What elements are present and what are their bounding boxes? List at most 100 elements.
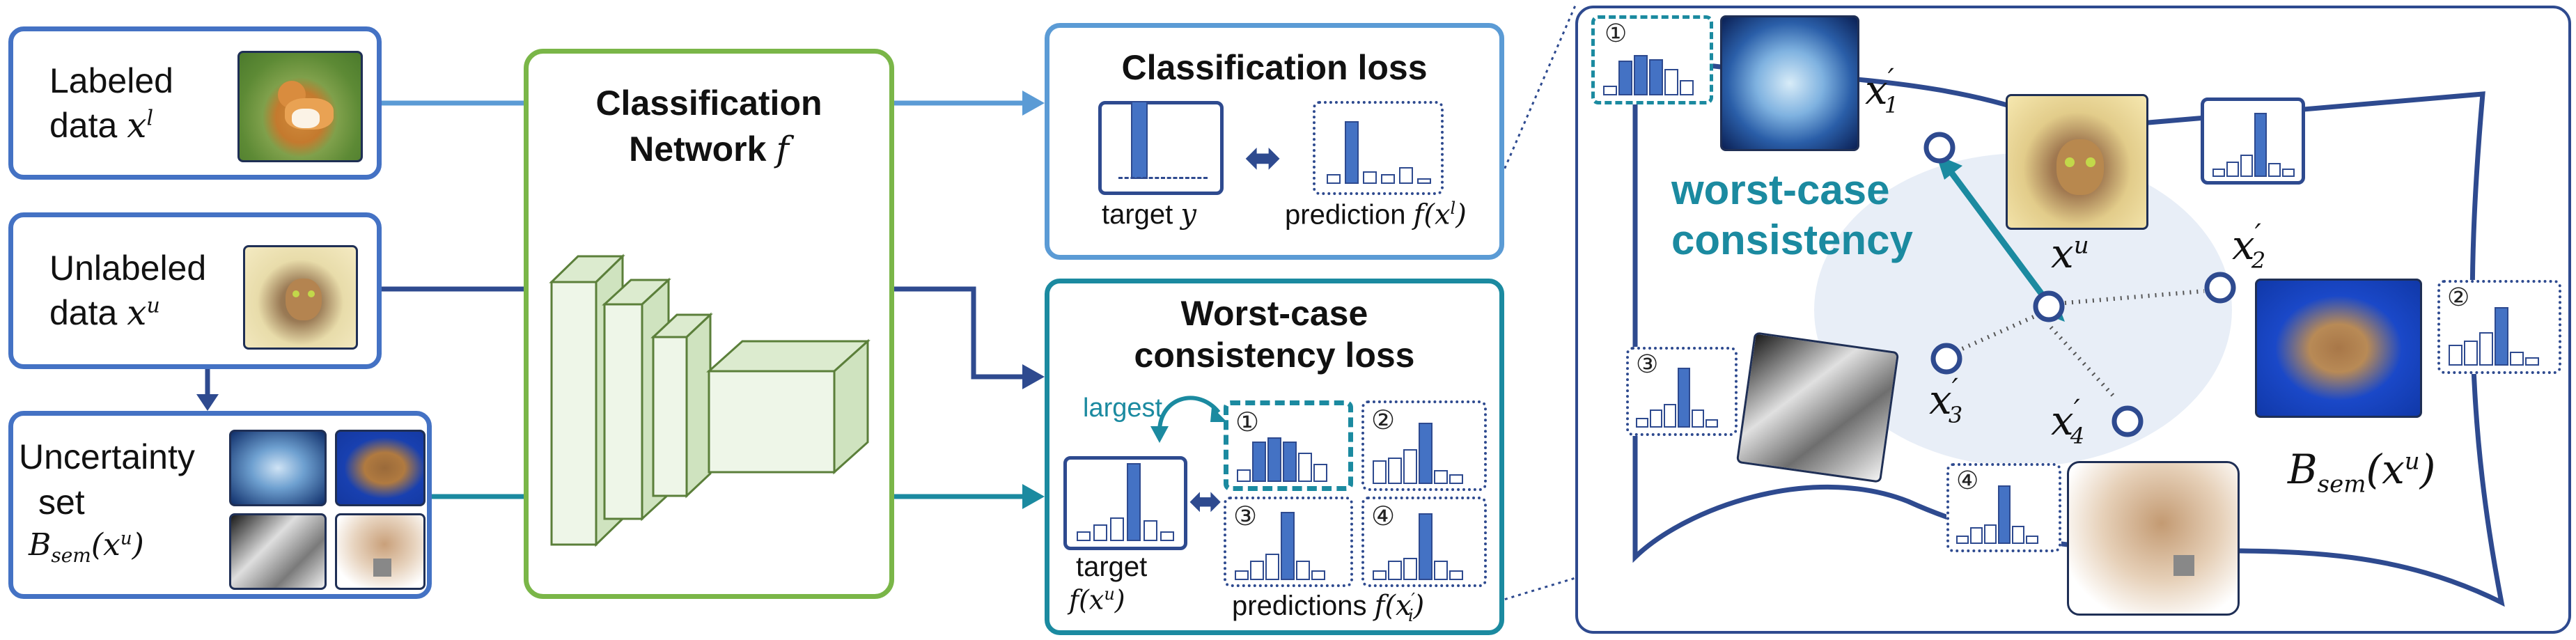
bar — [2240, 155, 2253, 177]
bar — [1311, 570, 1325, 580]
corgi-image — [237, 51, 363, 162]
bar — [1373, 570, 1387, 580]
baseline — [1118, 177, 1208, 179]
bar — [1281, 512, 1295, 580]
bar — [1296, 561, 1310, 580]
panel-marker-3: ③ — [1636, 350, 1659, 378]
panel-dist-original — [2201, 97, 2305, 185]
wc-target-sup: u — [1104, 584, 1115, 604]
bar — [1419, 423, 1433, 484]
bar — [1449, 570, 1463, 580]
bar — [2012, 526, 2024, 544]
wc-pred-3: ③ — [1224, 497, 1353, 587]
wc-arrowhead-2 — [1022, 484, 1045, 509]
bar — [1678, 368, 1690, 428]
bar — [1399, 167, 1413, 184]
bar — [2268, 163, 2281, 177]
aug-image-1 — [229, 430, 327, 506]
panel-dist-2: ② — [2437, 280, 2561, 374]
bar — [2282, 169, 2295, 177]
unlabeled-var: x — [127, 292, 147, 333]
cat-image — [243, 245, 358, 350]
labeled-data-box: Labeled data xl — [8, 26, 382, 180]
bar — [1077, 531, 1091, 541]
bar — [2212, 169, 2225, 177]
wc-target-close: ) — [1114, 584, 1125, 616]
wc-double-arrow-icon: ⬌ — [1189, 477, 1223, 524]
bar — [1283, 442, 1297, 482]
panel-cat-gray — [1735, 331, 1900, 483]
cls-pred-close: ) — [1455, 198, 1467, 231]
label-x3: x′3 — [1929, 373, 1963, 428]
label-x1: x′1 — [1865, 63, 1899, 118]
marker-3: ③ — [1233, 502, 1258, 531]
bar — [1618, 61, 1632, 95]
bar — [1363, 171, 1377, 184]
aug-image-3 — [229, 513, 327, 590]
network-title-line1: Classification — [595, 84, 822, 123]
wc-pred-2: ② — [1361, 400, 1487, 491]
bar — [1345, 121, 1359, 184]
label-x2: x′2 — [2232, 219, 2266, 274]
bar — [1388, 561, 1402, 580]
bar — [1634, 55, 1648, 95]
node-xu — [2033, 290, 2065, 322]
bar — [1403, 558, 1417, 580]
wc-pred-var: f(x — [1374, 590, 1412, 622]
wc-pred-4: ④ — [1361, 497, 1487, 587]
uncertainty-bsem: Bsem(xu) — [29, 527, 144, 567]
bar — [1692, 409, 1704, 428]
node-x4 — [2111, 405, 2144, 437]
set-label: set — [38, 483, 85, 522]
labeled-sup: l — [146, 106, 154, 131]
bar — [1110, 517, 1124, 541]
bar — [2479, 332, 2493, 366]
layer2-front — [603, 303, 643, 520]
worst-case-label-line1: worst-case — [1671, 166, 1890, 213]
bar — [1705, 419, 1718, 428]
layer4-front — [708, 370, 836, 474]
panel-marker-4: ④ — [1956, 466, 1979, 494]
label-bsem: Bsem(xu) — [2288, 446, 2436, 499]
bar — [1449, 474, 1463, 484]
bar — [2495, 307, 2508, 366]
bar — [2449, 345, 2462, 366]
bar — [1127, 463, 1141, 541]
labeled-data-word: data — [49, 106, 118, 145]
bar — [1403, 449, 1417, 484]
cls-target-distribution — [1098, 101, 1224, 195]
bar — [1998, 485, 2011, 544]
panel-cat-original — [2006, 94, 2148, 230]
bar — [2254, 113, 2267, 177]
unlabeled-data-box: Unlabeled data xu — [8, 212, 382, 369]
cls-pred-label: prediction — [1285, 199, 1406, 231]
panel-dist-3: ③ — [1626, 347, 1738, 436]
bar — [1373, 460, 1387, 484]
bar — [1636, 418, 1648, 428]
panel-cat-colored — [2255, 279, 2422, 418]
network-to-wc-line — [894, 286, 1027, 380]
bar — [1664, 69, 1678, 95]
bar — [1434, 470, 1448, 484]
layer1-front — [550, 281, 598, 546]
worst-case-label-line2: consistency — [1671, 217, 1913, 263]
panel-marker-2: ② — [2447, 283, 2470, 311]
bar — [1313, 464, 1327, 482]
node-x3 — [1930, 343, 1962, 375]
bar — [1250, 561, 1264, 580]
network-var: f — [776, 129, 789, 169]
bar — [1093, 524, 1107, 541]
bar — [2226, 162, 2239, 177]
dotted-arrow-x2 — [2064, 289, 2205, 305]
label-x4: x′4 — [2051, 394, 2085, 449]
bar — [1680, 80, 1694, 95]
panel-cat-blue — [1720, 15, 1859, 151]
wc-title-line2: consistency loss — [1134, 336, 1415, 375]
unlabeled-data-word: data — [49, 293, 118, 332]
labeled-var: x — [127, 105, 147, 146]
bar — [1388, 458, 1402, 484]
wc-pred-close: ) — [1413, 590, 1425, 622]
bar — [1417, 178, 1431, 184]
wc-target-label: target — [1076, 552, 1148, 582]
